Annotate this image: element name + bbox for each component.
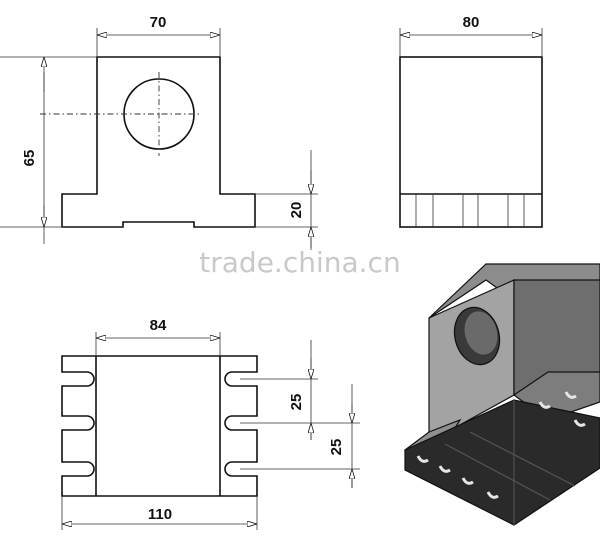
top-view: 84 110 25 25 — [61, 317, 360, 530]
front-view-outline — [61, 56, 256, 228]
iso-right-face — [513, 279, 600, 396]
isometric-view — [403, 263, 600, 526]
dim-label-65: 65 — [21, 150, 38, 167]
dim-label-84: 84 — [150, 317, 167, 334]
dim-label-70: 70 — [150, 14, 167, 31]
watermark-text: trade.china.cn — [199, 246, 400, 279]
dim-label-25-lower: 25 — [328, 439, 345, 456]
side-view-outline — [399, 56, 543, 228]
dim-label-80: 80 — [463, 14, 480, 31]
top-view-outline — [61, 355, 258, 497]
side-view: 80 — [399, 14, 543, 228]
front-view: 70 65 20 — [0, 14, 318, 250]
dim-label-20: 20 — [288, 202, 305, 219]
dim-label-110: 110 — [148, 506, 172, 523]
dim-label-25-upper: 25 — [288, 394, 305, 411]
